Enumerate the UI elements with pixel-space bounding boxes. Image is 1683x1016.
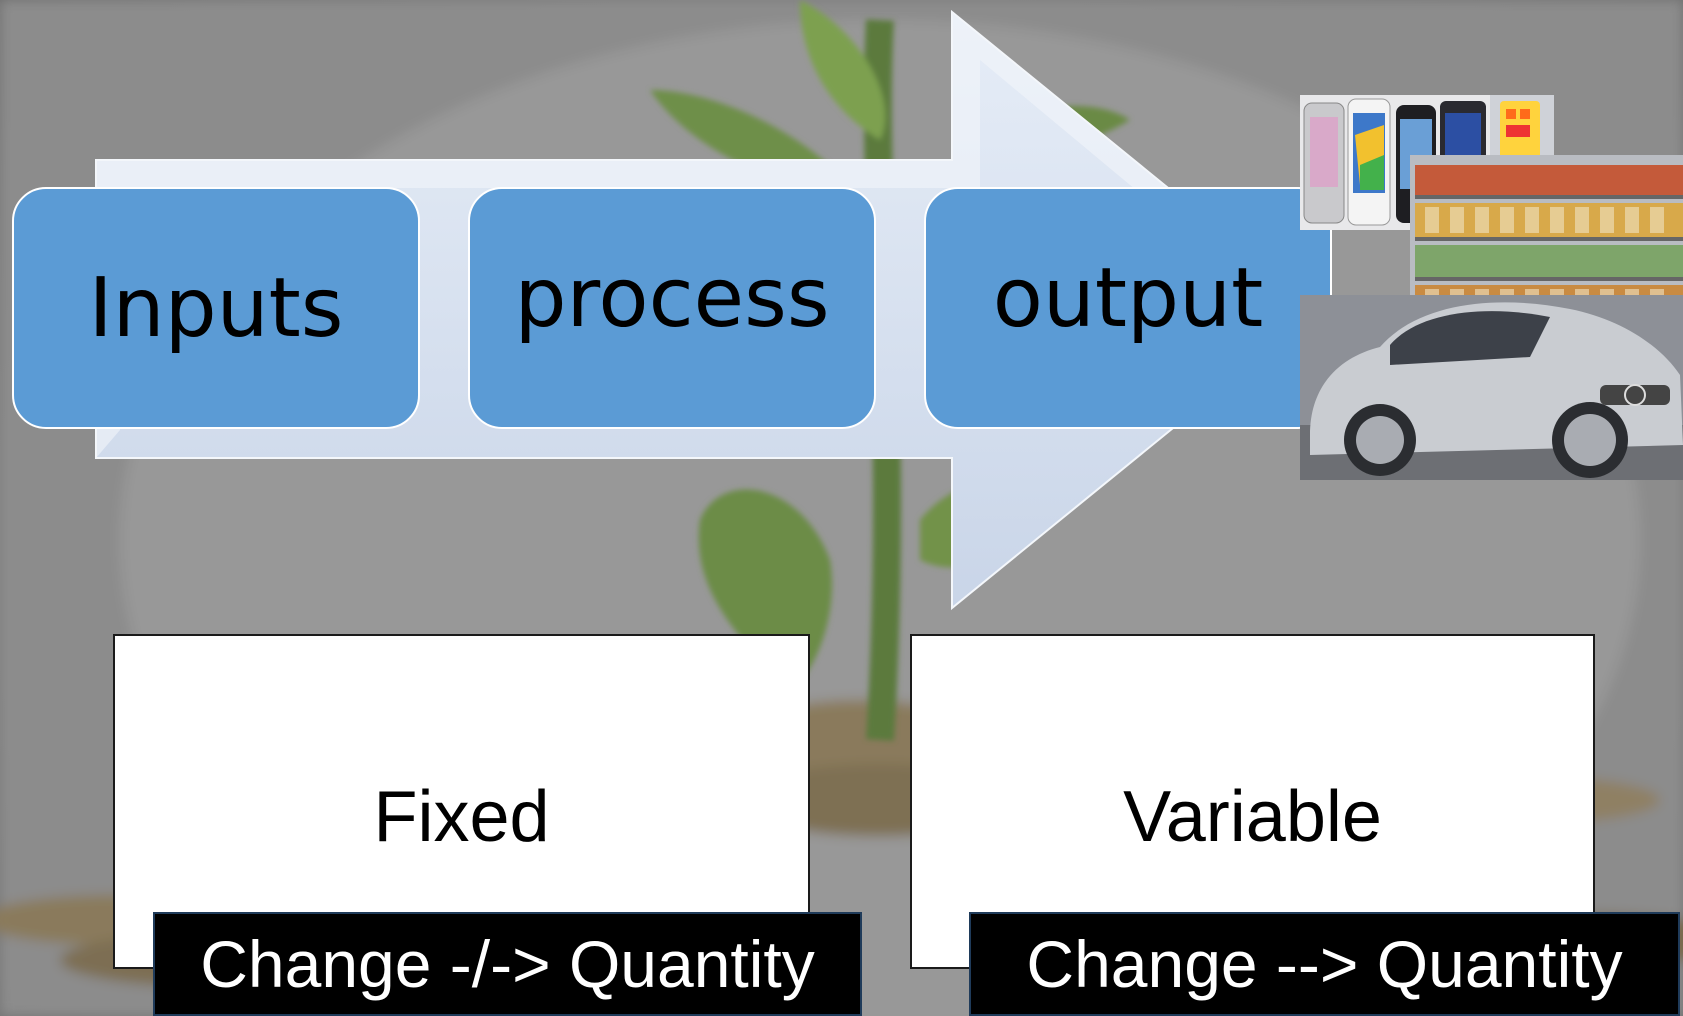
silver-car-photo — [1300, 295, 1683, 480]
fixed-caption: Change -/-> Quantity — [153, 912, 862, 1016]
stage-process: process — [468, 187, 876, 429]
stage-process-label: process — [514, 250, 830, 346]
variable-caption: Change --> Quantity — [969, 912, 1680, 1016]
product-photos-collage — [1300, 95, 1683, 480]
fixed-title: Fixed — [373, 776, 550, 857]
stage-output-label: output — [992, 250, 1264, 346]
stage-output: output — [924, 187, 1332, 429]
variable-title: Variable — [1123, 776, 1382, 857]
stage-inputs: Inputs — [12, 187, 420, 429]
stage-inputs-label: Inputs — [88, 260, 344, 356]
